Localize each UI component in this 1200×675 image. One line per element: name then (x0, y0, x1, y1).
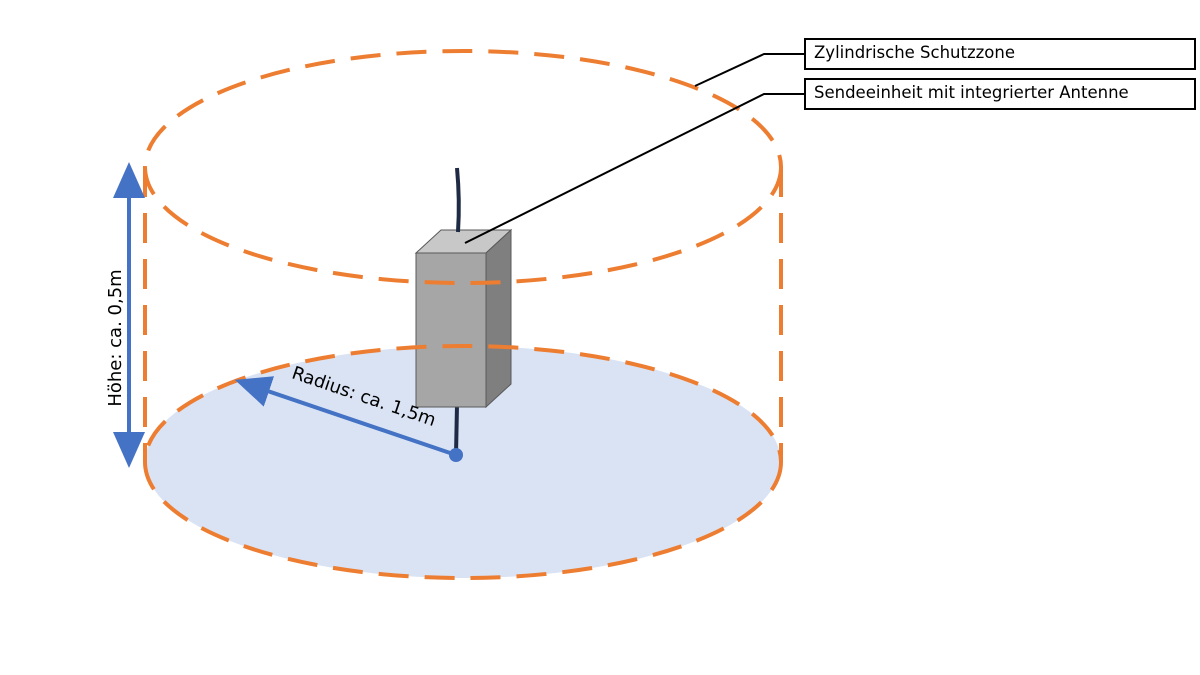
height-label: Höhe: ca. 0,5m (105, 269, 126, 406)
transmitter-unit (414, 228, 513, 409)
transmitter-side (485, 228, 512, 409)
unit-callout-label: Sendeeinheit mit integrierter Antenne (804, 78, 1196, 110)
zone-leader-line (694, 53, 804, 87)
antenna-lower (454, 404, 459, 456)
antenna-upper (455, 167, 461, 233)
transmitter-front (415, 252, 487, 408)
radius-arrow (234, 376, 457, 457)
unit-leader-line (464, 93, 804, 244)
center-point (449, 448, 463, 462)
zone-callout-label: Zylindrische Schutzzone (804, 38, 1196, 70)
